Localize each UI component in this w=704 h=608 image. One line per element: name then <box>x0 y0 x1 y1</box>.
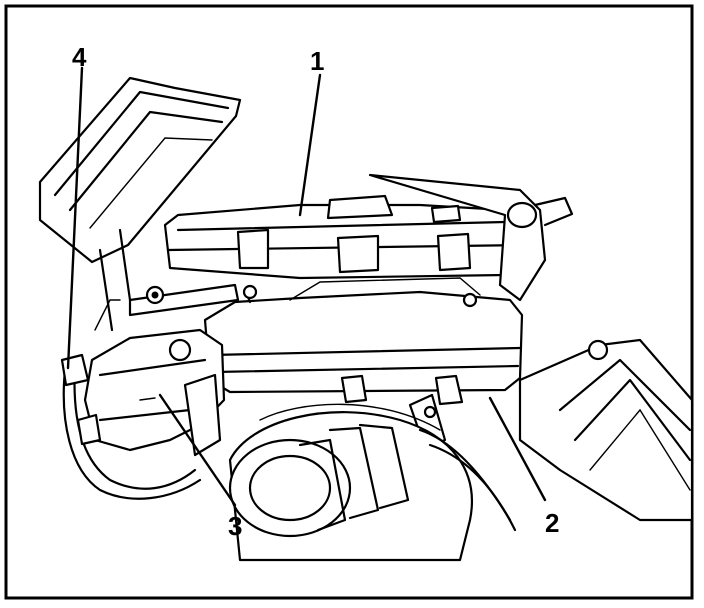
air-cleaner-cover <box>163 173 574 302</box>
mass-airflow-sensor <box>83 328 226 457</box>
callout-1: 1 <box>310 46 324 76</box>
leader-3 <box>158 393 237 507</box>
fender-panel <box>518 338 694 522</box>
air-cleaner-housing <box>203 277 524 450</box>
leader-1 <box>298 73 322 217</box>
leader-4 <box>66 66 84 370</box>
wiring-harness <box>60 299 202 500</box>
callout-4: 4 <box>72 42 87 72</box>
hood-panel <box>38 76 242 332</box>
leader-2 <box>488 396 547 502</box>
callout-3: 3 <box>228 511 242 541</box>
intake-duct <box>228 403 517 562</box>
callout-2: 2 <box>545 508 559 538</box>
